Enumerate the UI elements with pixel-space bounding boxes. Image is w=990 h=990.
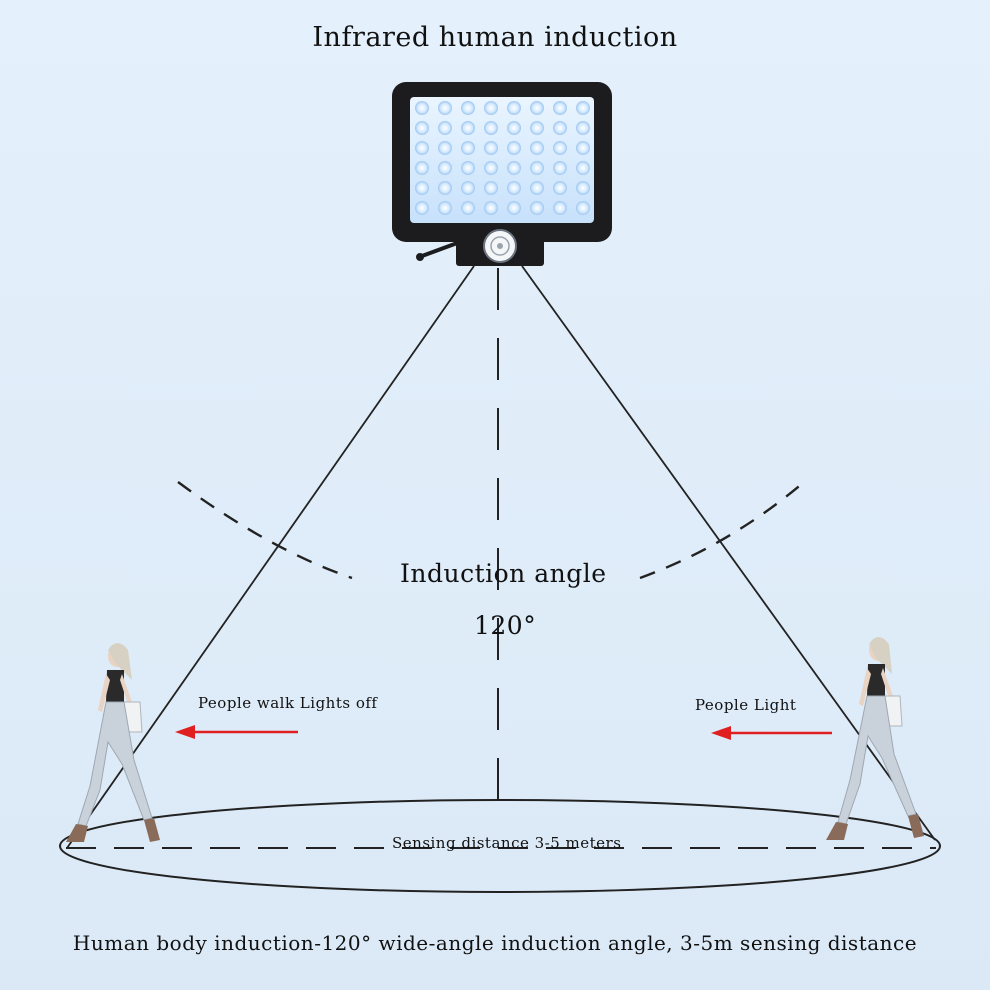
led-cell xyxy=(484,181,498,195)
led-cell xyxy=(576,141,590,155)
cone-right-line xyxy=(521,265,936,841)
led-cell xyxy=(461,181,475,195)
induction-angle-value: 120° xyxy=(474,611,537,640)
lights-off-caption: People walk Lights off xyxy=(198,694,378,712)
angle-arc-left xyxy=(177,481,353,580)
sensing-distance-label: Sensing distance 3-5 meters xyxy=(392,834,622,852)
led-cell xyxy=(530,181,544,195)
walking-woman-right-icon xyxy=(826,637,924,840)
led-cell xyxy=(484,161,498,175)
led-cell xyxy=(461,161,475,175)
led-cell xyxy=(530,141,544,155)
led-cell xyxy=(507,101,521,115)
led-cell xyxy=(438,121,452,135)
led-cell xyxy=(530,161,544,175)
arrow-right-panel-icon xyxy=(711,726,832,740)
led-cell xyxy=(553,201,567,215)
led-cell xyxy=(507,201,521,215)
sensing-area-ellipse xyxy=(59,799,941,893)
pir-sensor-icon xyxy=(483,229,517,263)
induction-angle-label: Induction angle xyxy=(400,559,607,588)
led-cell xyxy=(553,141,567,155)
led-cell xyxy=(415,161,429,175)
led-cell xyxy=(576,181,590,195)
led-cell xyxy=(461,121,475,135)
led-cell xyxy=(438,201,452,215)
led-cell xyxy=(438,101,452,115)
led-cell xyxy=(576,101,590,115)
walking-woman-left-icon xyxy=(66,643,160,842)
led-cell xyxy=(438,161,452,175)
led-cell xyxy=(415,141,429,155)
cone-left-line xyxy=(66,265,475,849)
led-cell xyxy=(530,201,544,215)
led-cell xyxy=(484,201,498,215)
led-cell xyxy=(553,181,567,195)
led-cell xyxy=(415,201,429,215)
led-cell xyxy=(553,101,567,115)
led-cell xyxy=(507,141,521,155)
led-cell xyxy=(438,141,452,155)
led-cell xyxy=(553,121,567,135)
led-cell xyxy=(415,101,429,115)
led-cell xyxy=(576,201,590,215)
angle-arc-right xyxy=(639,481,805,580)
footer-caption: Human body induction-120° wide-angle ind… xyxy=(72,931,918,955)
led-cell xyxy=(507,181,521,195)
solar-led-floodlight-icon xyxy=(392,82,612,266)
led-cell xyxy=(507,121,521,135)
led-cell xyxy=(530,121,544,135)
led-cell xyxy=(438,181,452,195)
led-cell xyxy=(461,101,475,115)
led-cell xyxy=(484,101,498,115)
led-cell xyxy=(484,141,498,155)
led-cell xyxy=(484,121,498,135)
arrow-left-icon xyxy=(175,725,298,739)
led-cell xyxy=(576,161,590,175)
led-cell xyxy=(461,201,475,215)
led-cell xyxy=(461,141,475,155)
led-array xyxy=(415,101,590,215)
led-cell xyxy=(415,181,429,195)
led-cell xyxy=(576,121,590,135)
lights-on-caption: People Light xyxy=(695,696,797,714)
led-cell xyxy=(415,121,429,135)
led-cell xyxy=(530,101,544,115)
led-cell xyxy=(507,161,521,175)
led-cell xyxy=(553,161,567,175)
diagram-title: Infrared human induction xyxy=(312,22,678,53)
